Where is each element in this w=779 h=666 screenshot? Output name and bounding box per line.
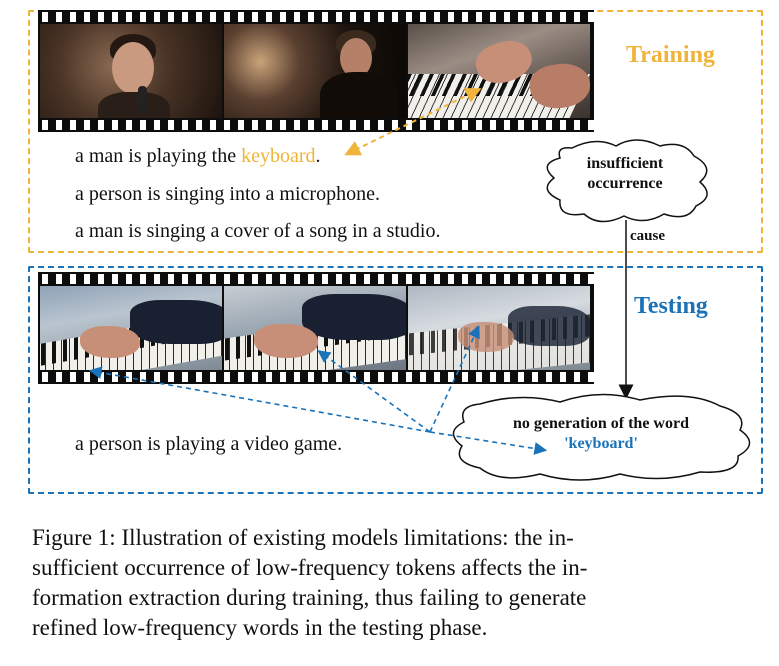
- testing-link-arrow: [429, 325, 480, 433]
- testing-box: [28, 266, 763, 494]
- caption-line: refined low-frequency words in the testi…: [32, 615, 488, 640]
- no-generation-cloud: [452, 393, 751, 481]
- video-frame-keyboard-1: [40, 286, 222, 370]
- cloud-line: no generation of the word: [513, 415, 689, 432]
- no-generation-label: no generation of the word 'keyboard': [466, 414, 736, 454]
- testing-filmstrip: [38, 272, 594, 384]
- testing-link-arrow: [317, 350, 431, 433]
- training-label: Training: [626, 42, 715, 68]
- testing-caption: a person is playing a video game.: [75, 433, 343, 455]
- cloud-line: occurrence: [587, 175, 663, 192]
- caption-line: sufficient occurrence of low-frequency t…: [32, 555, 588, 580]
- testing-link-arrow: [429, 431, 548, 455]
- testing-link-arrow: [88, 366, 431, 433]
- cause-label: cause: [630, 228, 665, 244]
- arrows-and-clouds: [88, 88, 751, 481]
- caption-text: a man is playing the: [75, 145, 242, 167]
- cloud-line: insufficient: [586, 155, 664, 172]
- keyword-link-arrow: [344, 88, 482, 156]
- testing-label: Testing: [634, 293, 708, 319]
- filmstrip-sprockets: [38, 274, 594, 284]
- training-caption-2: a person is singing into a microphone.: [75, 183, 380, 205]
- insufficient-occurrence-label: insufficient occurrence: [550, 154, 700, 194]
- training-caption-1: a man is playing the keyboard.: [75, 145, 321, 168]
- cloud-keyword: 'keyboard': [564, 435, 638, 452]
- caption-line: Figure 1: Illustration of existing model…: [32, 525, 574, 550]
- filmstrip-sprockets: [38, 12, 594, 22]
- keyword-highlight: keyboard: [241, 145, 316, 167]
- filmstrip-sprockets: [38, 120, 594, 130]
- training-caption-3: a man is singing a cover of a song in a …: [75, 220, 441, 242]
- video-frame-keyboard-2: [224, 286, 406, 370]
- video-frame-singer: [40, 24, 222, 118]
- training-filmstrip: [38, 10, 594, 132]
- caption-text: .: [315, 145, 321, 167]
- video-frame-keyboard-3: [408, 286, 590, 370]
- figure-caption: Figure 1: Illustration of existing model…: [32, 523, 765, 643]
- caption-line: formation extraction during training, th…: [32, 585, 587, 610]
- filmstrip-sprockets: [38, 372, 594, 382]
- insufficient-occurrence-cloud: [546, 139, 708, 223]
